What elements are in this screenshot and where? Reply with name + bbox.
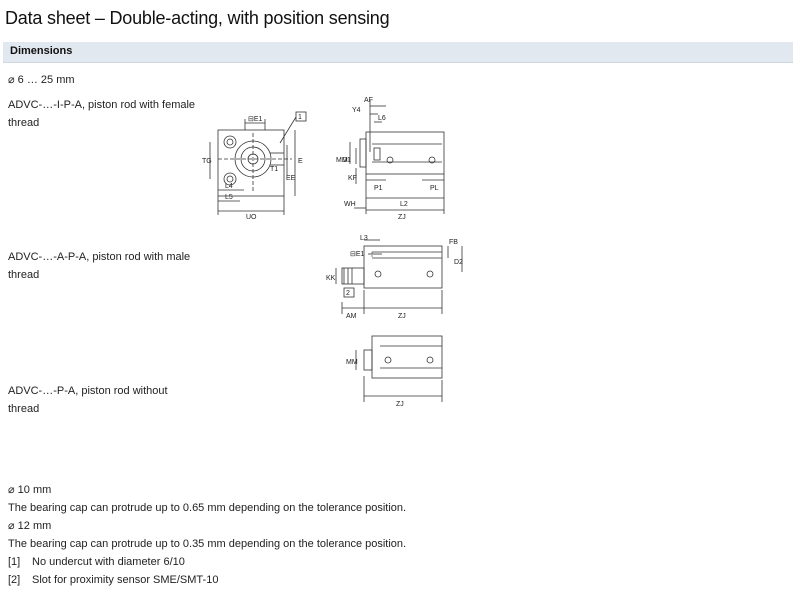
footnote-2-text: Slot for proximity sensor SME/SMT-10 (32, 574, 219, 586)
label-mm: MM (336, 157, 348, 164)
footnote-2-number: [2] (8, 574, 21, 586)
footnote-1: [1] No undercut with diameter 6/10 (8, 553, 185, 571)
section-header: Dimensions (3, 42, 793, 63)
label-zj-1: ZJ (398, 214, 406, 221)
end-view-drawing: ⊟E1 1 TG L4 L5 UO EE E T1 (202, 111, 307, 221)
side-view-female-drawing: AF Y4 L6 D1 MM KF P1 PL L2 WH ZJ (336, 97, 445, 221)
side-view-1-body (365, 131, 445, 175)
footnote-1-number: [1] (8, 556, 21, 568)
end-view-body (217, 129, 285, 197)
label-kk: KK (326, 275, 336, 282)
note-tolerance-12: The bearing cap can protrude up to 0.35 … (8, 538, 407, 550)
diameter-range: ⌀ 6 … 25 mm (8, 74, 75, 86)
label-af: AF (364, 97, 373, 104)
label-zj-2: ZJ (398, 313, 406, 320)
label-d2: D2 (454, 259, 463, 266)
label-kf: KF (348, 175, 357, 182)
label-l5: L5 (225, 194, 233, 201)
label-y4: Y4 (352, 107, 361, 114)
label-l4: L4 (225, 183, 233, 190)
footnote-1-text: No undercut with diameter 6/10 (32, 556, 185, 568)
label-fb: FB (449, 239, 458, 246)
note-diameter-12: ⌀ 12 mm (8, 520, 52, 532)
label-t1: T1 (270, 166, 278, 173)
label-mm-3: MM (346, 359, 358, 366)
label-p1: P1 (374, 185, 383, 192)
variant-caption-male: ADVC-…-A-P-A, piston rod with male threa… (8, 251, 191, 281)
note-diameter-10: ⌀ 10 mm (8, 484, 52, 496)
label-e: E (298, 158, 303, 165)
label-ee: EE (286, 175, 296, 182)
side-view-plain-drawing: MM ZJ (346, 335, 443, 408)
side-view-2-body (363, 245, 443, 289)
label-e1-2: ⊟E1 (350, 251, 365, 258)
side-view-male-drawing: L3 ⊟E1 FB D2 KK 2 AM ZJ (326, 235, 463, 320)
label-l3: L3 (360, 235, 368, 242)
label-wh: WH (344, 201, 356, 208)
callout-1: 1 (298, 114, 302, 121)
label-zj-3: ZJ (396, 401, 404, 408)
label-am: AM (346, 313, 357, 320)
footnote-2: [2] Slot for proximity sensor SME/SMT-10 (8, 571, 218, 589)
note-tolerance-10: The bearing cap can protrude up to 0.65 … (8, 502, 407, 514)
label-l2: L2 (400, 201, 408, 208)
variant-caption-female: ADVC-…-I-P-A, piston rod with female thr… (8, 99, 196, 129)
label-l6: L6 (378, 115, 386, 122)
label-tg: TG (202, 158, 212, 165)
label-d1: D1 (342, 157, 351, 164)
callout-2: 2 (346, 290, 350, 297)
page-title: Data sheet – Double-acting, with positio… (5, 8, 390, 28)
label-e1: ⊟E1 (248, 116, 263, 123)
variant-caption-plain: ADVC-…-P-A, piston rod without thread (8, 385, 168, 415)
label-pl: PL (430, 185, 439, 192)
label-uo: UO (246, 214, 257, 221)
section-title: Dimensions (10, 45, 73, 57)
